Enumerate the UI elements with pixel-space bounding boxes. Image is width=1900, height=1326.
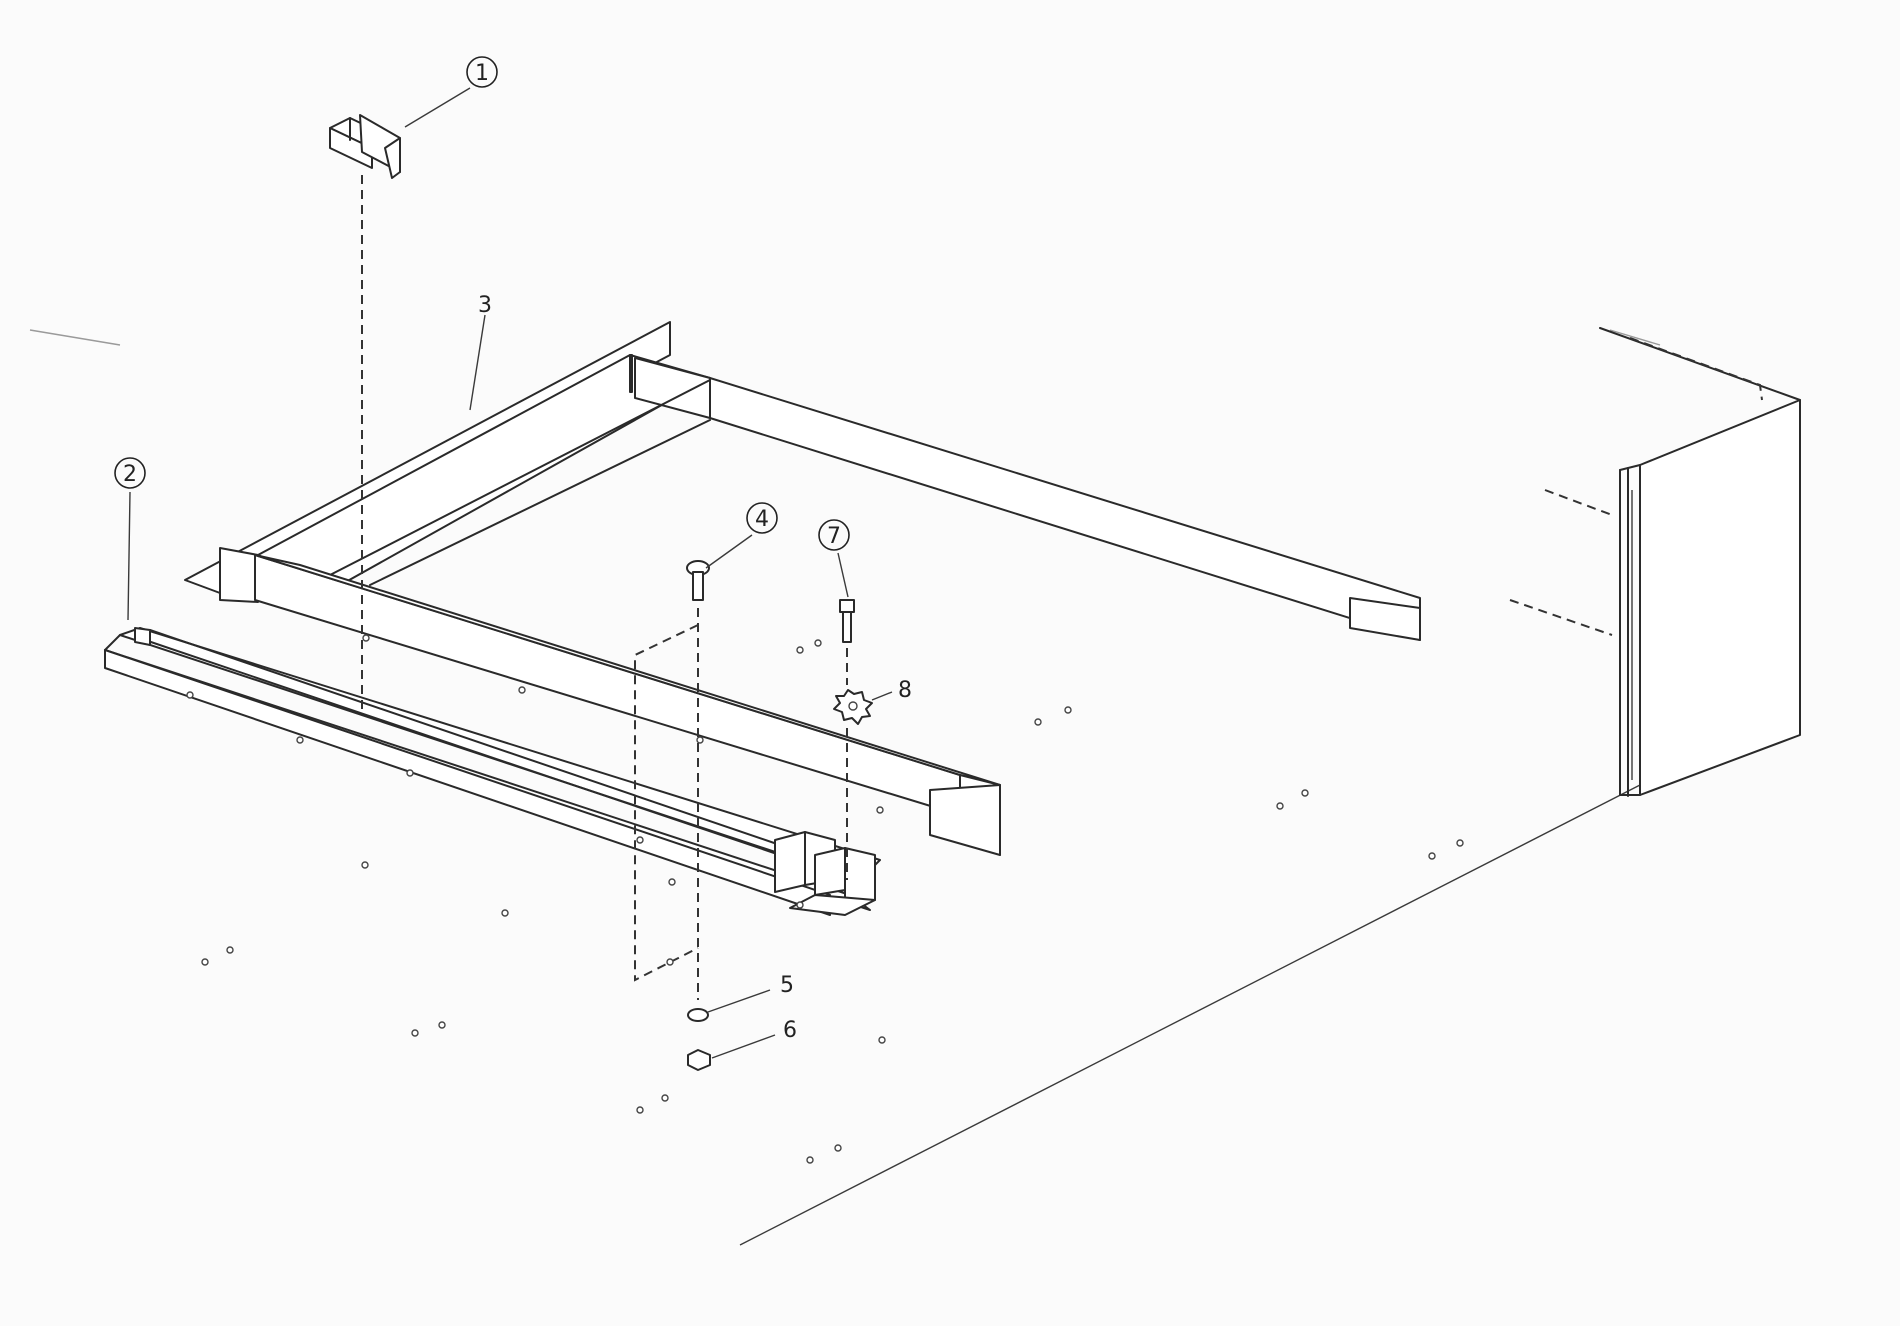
callout-4-label: 4 xyxy=(755,507,769,532)
part-2-front-rail xyxy=(104,491,881,916)
callout-6: 6 xyxy=(783,1018,797,1043)
callout-7-label: 7 xyxy=(827,524,841,549)
callout-3-label: 3 xyxy=(478,293,492,318)
fastener-stack-7-8 xyxy=(833,552,893,880)
part-3-frame xyxy=(184,314,1421,856)
base-panel xyxy=(29,329,1661,1246)
callout-1: 1 xyxy=(466,56,498,88)
callout-6-label: 6 xyxy=(783,1018,797,1043)
callout-8-label: 8 xyxy=(898,678,912,703)
callout-1-label: 1 xyxy=(475,61,489,86)
callout-4: 4 xyxy=(746,502,778,534)
fastener-stack-4-5-6 xyxy=(634,534,776,1071)
cabinet-side-unit xyxy=(1509,327,1801,797)
callout-5: 5 xyxy=(780,973,794,998)
floor-holes xyxy=(201,639,1464,1164)
callout-5-label: 5 xyxy=(780,973,794,998)
callout-2: 2 xyxy=(114,457,146,489)
callout-2-label: 2 xyxy=(123,462,137,487)
callout-8: 8 xyxy=(898,678,912,703)
part-1-clip xyxy=(329,87,471,712)
callout-7: 7 xyxy=(818,519,850,551)
callout-3: 3 xyxy=(478,293,492,318)
